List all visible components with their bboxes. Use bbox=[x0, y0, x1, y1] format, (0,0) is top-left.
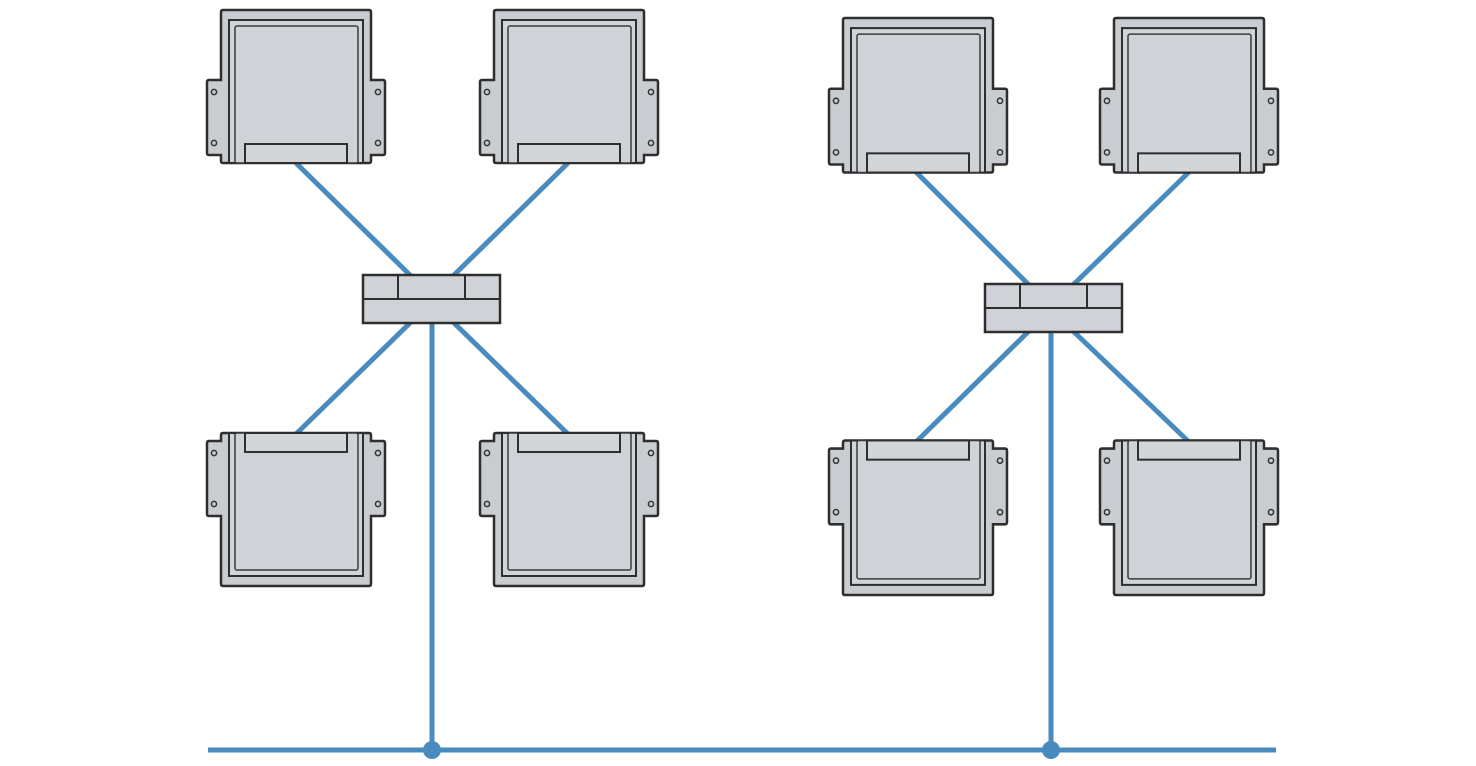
device-5 bbox=[827, 16, 1009, 174]
link-device-4-hub-left bbox=[451, 320, 570, 436]
device-3 bbox=[205, 431, 387, 588]
link-device-3-hub-left bbox=[294, 320, 413, 436]
device-2 bbox=[478, 8, 660, 165]
device-8 bbox=[1098, 439, 1280, 597]
device-4 bbox=[478, 431, 660, 588]
link-device-8-hub-right bbox=[1070, 328, 1191, 444]
device-6 bbox=[1098, 16, 1280, 174]
link-device-5-hub-right bbox=[914, 170, 1032, 288]
device-1 bbox=[205, 8, 387, 165]
device-7 bbox=[827, 439, 1009, 597]
link-device-7-hub-right bbox=[914, 328, 1032, 444]
backbone-junction-left bbox=[423, 741, 441, 759]
link-device-6-hub-right bbox=[1070, 170, 1191, 288]
hub-right bbox=[983, 282, 1124, 334]
link-device-1-hub-left bbox=[294, 161, 413, 278]
hub-left bbox=[361, 273, 502, 325]
link-device-2-hub-left bbox=[451, 161, 570, 278]
backbone-junction-right bbox=[1042, 741, 1060, 759]
